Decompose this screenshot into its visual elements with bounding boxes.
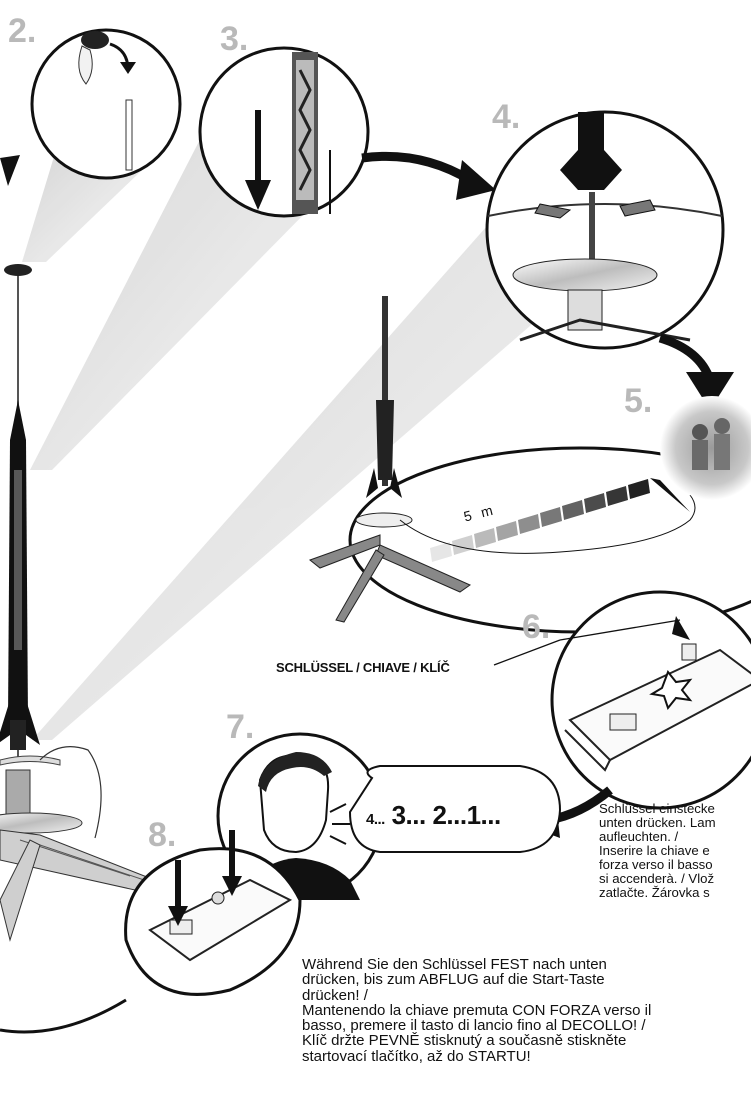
step6-line: forza verso il basso (599, 858, 751, 872)
step-number-3: 3. (220, 20, 248, 59)
arrow-3-to-4 (362, 156, 470, 180)
step-number-8: 8. (148, 816, 176, 855)
step6-line: zatlačte. Žárovka s (599, 886, 751, 900)
step8-line: Mantenendo la chiave premuta CON FORZA v… (302, 1003, 742, 1018)
circle-step2 (32, 30, 180, 178)
step6-line: aufleuchten. / (599, 830, 751, 844)
step8-line: drücken! / (302, 988, 742, 1003)
key-callout-label: SCHLÜSSEL / CHIAVE / KLÍČ (276, 660, 450, 675)
step-number-7: 7. (226, 708, 254, 747)
step8-instructions: Während Sie den Schlüssel FEST nach unte… (302, 957, 742, 1064)
arrow-to-step2 (0, 155, 20, 186)
step-number-2: 2. (8, 12, 36, 51)
step6-instructions: Schlüssel einstecke unten drücken. Lam a… (599, 802, 751, 900)
countdown-rest: 3... 2...1... (385, 800, 501, 830)
arrow-3-to-4-head (456, 160, 496, 200)
step6-line: Inserire la chiave e (599, 844, 751, 858)
countdown-text: 4... 3... 2...1... (366, 800, 501, 831)
step-number-6: 6. (522, 608, 550, 647)
step8-line: Während Sie den Schlüssel FEST nach unte… (302, 957, 742, 972)
countdown-four: 4... (366, 811, 385, 828)
step-number-5: 5. (624, 382, 652, 421)
step8-line: Klíč držte PEVNĚ stisknutý a současně st… (302, 1033, 742, 1048)
step-number-4: 4. (492, 98, 520, 137)
step6-line: unten drücken. Lam (599, 816, 751, 830)
circle-step3 (200, 48, 368, 216)
step6-line: si accenderà. / Vlož (599, 872, 751, 886)
step8-line: drücken, bis zum ABFLUG auf die Start-Ta… (302, 972, 742, 987)
circle-step4 (487, 112, 723, 348)
step6-line: Schlüssel einstecke (599, 802, 751, 816)
step8-line: startovací tlačítko, až do STARTU! (302, 1049, 742, 1064)
step8-line: basso, premere il tasto di lancio fino a… (302, 1018, 742, 1033)
